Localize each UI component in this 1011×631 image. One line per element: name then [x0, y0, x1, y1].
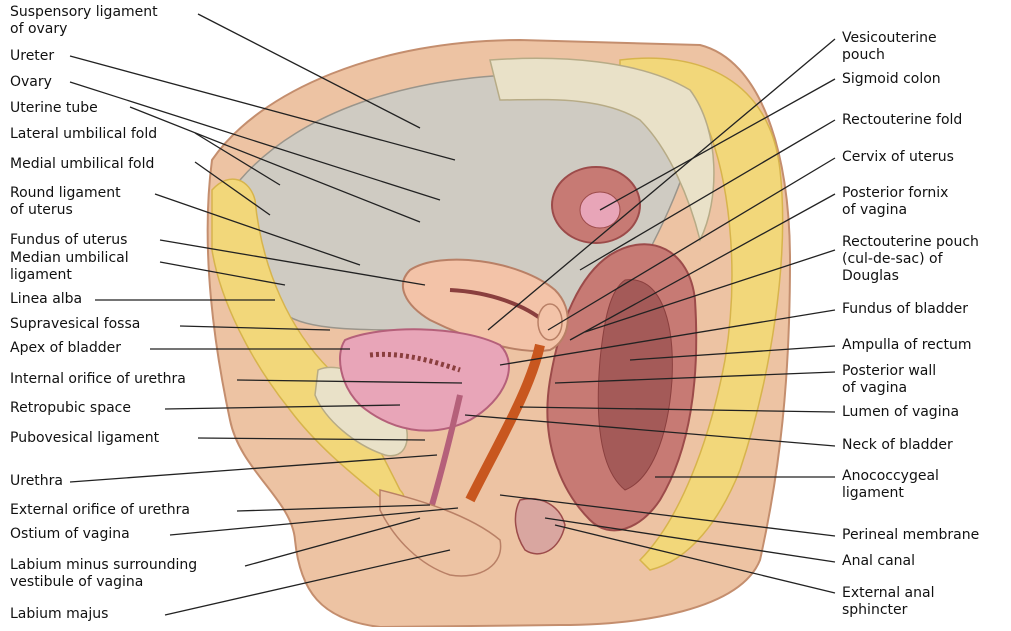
label-rectouterine-fold: Rectouterine fold — [842, 112, 962, 129]
label-ampulla-of-rectum: Ampulla of rectum — [842, 337, 972, 354]
label-ovary: Ovary — [10, 74, 52, 91]
label-perineal-membrane: Perineal membrane — [842, 527, 979, 544]
label-posterior-fornix-of-vagina: Posterior fornix of vagina — [842, 185, 948, 219]
label-apex-of-bladder: Apex of bladder — [10, 340, 121, 357]
label-external-anal-sphincter: External anal sphincter — [842, 585, 934, 619]
label-urethra: Urethra — [10, 473, 63, 490]
label-linea-alba: Linea alba — [10, 291, 82, 308]
label-retropubic-space: Retropubic space — [10, 400, 131, 417]
label-suspensory-ligament-of-ovary: Suspensory ligament of ovary — [10, 4, 158, 38]
label-sigmoid-colon: Sigmoid colon — [842, 71, 941, 88]
label-fundus-of-uterus: Fundus of uterus — [10, 232, 127, 249]
label-supravesical-fossa: Supravesical fossa — [10, 316, 140, 333]
label-cervix-of-uterus: Cervix of uterus — [842, 149, 954, 166]
label-anococcygeal-ligament: Anococcygeal ligament — [842, 468, 939, 502]
label-pubovesical-ligament: Pubovesical ligament — [10, 430, 159, 447]
label-lateral-umbilical-fold: Lateral umbilical fold — [10, 126, 157, 143]
label-neck-of-bladder: Neck of bladder — [842, 437, 953, 454]
label-vesicouterine-pouch: Vesicouterine pouch — [842, 30, 937, 64]
label-fundus-of-bladder: Fundus of bladder — [842, 301, 968, 318]
label-labium-minus-surrounding-vestibule-of-vagina: Labium minus surrounding vestibule of va… — [10, 557, 197, 591]
label-uterine-tube: Uterine tube — [10, 100, 98, 117]
label-ostium-of-vagina: Ostium of vagina — [10, 526, 130, 543]
label-ureter: Ureter — [10, 48, 54, 65]
label-internal-orifice-of-urethra: Internal orifice of urethra — [10, 371, 186, 388]
label-anal-canal: Anal canal — [842, 553, 915, 570]
label-labium-majus: Labium majus — [10, 606, 108, 623]
label-median-umbilical-ligament: Median umbilical ligament — [10, 250, 129, 284]
label-lumen-of-vagina: Lumen of vagina — [842, 404, 959, 421]
cervix — [538, 304, 562, 340]
label-external-orifice-of-urethra: External orifice of urethra — [10, 502, 190, 519]
label-rectouterine-pouch-cul-de-sac-of-douglas: Rectouterine pouch (cul-de-sac) of Dougl… — [842, 234, 979, 285]
label-round-ligament-of-uterus: Round ligament of uterus — [10, 185, 121, 219]
label-posterior-wall-of-vagina: Posterior wall of vagina — [842, 363, 936, 397]
label-medial-umbilical-fold: Medial umbilical fold — [10, 156, 154, 173]
